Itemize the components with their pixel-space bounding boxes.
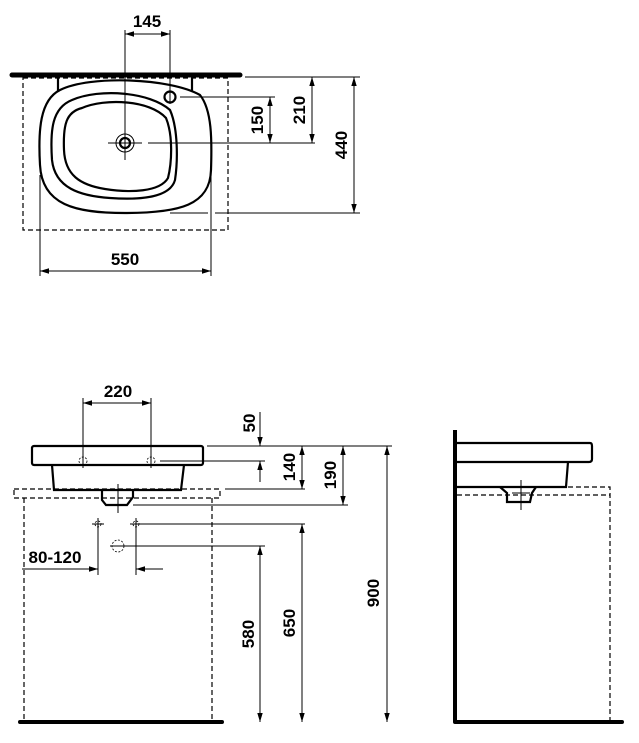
centerlines [39,30,360,276]
top-view: 145 150 210 440 550 [9,12,360,276]
dim-label-220: 220 [104,382,132,401]
dim-label-900: 900 [364,579,383,607]
trap [100,490,135,507]
dim-label-550: 550 [111,250,139,269]
cabinet-outline [22,77,229,231]
basin-bowl [62,100,173,193]
side-counter [457,486,611,722]
side-basin-top [457,441,594,464]
side-basin-bowl [457,461,570,489]
dim-label-145: 145 [133,12,161,31]
dim-label-580: 580 [239,620,258,648]
dim-label-190: 190 [321,461,340,489]
basin-outer [38,79,213,215]
dim-label-150: 150 [248,106,267,134]
side-trap [499,486,537,504]
side-centerline [512,480,530,510]
dim-label-80-120: 80-120 [29,548,82,567]
basin-rim [50,92,178,200]
bracket-tabs [56,78,194,92]
countertop-outline [13,488,221,499]
dim-label-140: 140 [280,453,299,481]
side-view [453,430,624,724]
front-centerlines [22,398,392,575]
front-view: 220 50 140 190 900 80-120 580 650 [13,382,392,724]
basin-top [30,444,205,467]
dim-label-440: 440 [332,131,351,159]
dim-label-50: 50 [240,414,259,433]
dim-label-650: 650 [280,609,299,637]
dim-label-210: 210 [290,96,309,124]
cabinet-outline-front [23,498,213,720]
